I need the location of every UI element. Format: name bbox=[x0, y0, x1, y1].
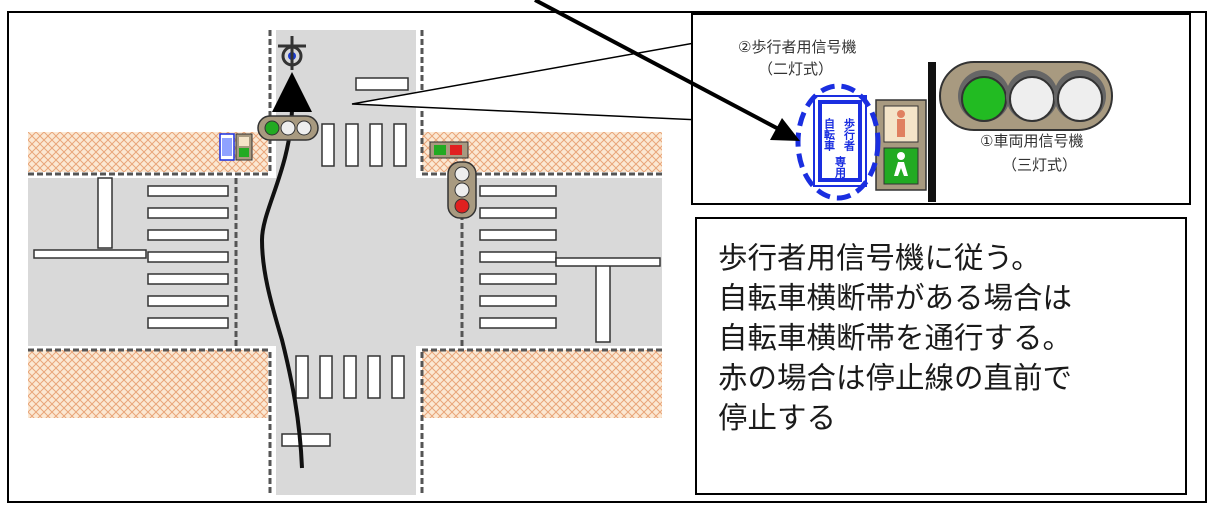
bicycle-path-arrow bbox=[259, 72, 312, 469]
rule-line-3: 自転車横断帯を通行する。 bbox=[718, 321, 1073, 355]
vehicle-signal-north bbox=[257, 115, 319, 141]
pedestrian-signal-label: ②歩行者用信号機 bbox=[738, 38, 856, 56]
sign-text-left: 自転車 bbox=[823, 117, 836, 152]
vehicle-signal-sublabel: （三灯式） bbox=[1002, 156, 1077, 174]
crosswalk-south bbox=[295, 355, 405, 399]
rule-line-2: 自転車横断帯がある場合は bbox=[718, 281, 1073, 315]
crosswalk-east bbox=[479, 185, 557, 329]
vehicle-signal-label: ①車両用信号機 bbox=[980, 132, 1083, 150]
crosswalk-north bbox=[321, 123, 407, 167]
rule-line-5: 停止する bbox=[718, 401, 837, 435]
pedestrian-signal-west bbox=[219, 133, 253, 161]
rule-text-box bbox=[695, 217, 1187, 495]
pedestrian-signal-east bbox=[429, 141, 469, 159]
rule-line-1: 歩行者用信号機に従う。 bbox=[718, 241, 1041, 275]
highlight-ellipse bbox=[795, 83, 881, 201]
vehicle-signal-large bbox=[939, 61, 1113, 131]
pedestrian-signal-sublabel: （二灯式） bbox=[758, 60, 833, 78]
crosswalk-west bbox=[147, 185, 229, 329]
bicycle-pedestrian-sign: 自転車 歩行者 専用 bbox=[813, 95, 867, 187]
pointer-arrow bbox=[534, 0, 789, 136]
vehicle-signal-east bbox=[447, 161, 477, 219]
pointer-arrowhead bbox=[770, 118, 800, 141]
sign-text-bottom: 専用 bbox=[834, 155, 847, 179]
sign-text-right: 歩行者 bbox=[843, 117, 857, 152]
pedestrian-signal-large bbox=[875, 99, 927, 191]
bicycle-icon bbox=[278, 36, 306, 70]
road-markings bbox=[33, 77, 661, 447]
rule-line-4: 赤の場合は停止線の直前で bbox=[718, 361, 1073, 395]
signal-pole bbox=[928, 62, 936, 202]
rule-text: 歩行者用信号機に従う。 自転車横断帯がある場合は 自転車横断帯を通行する。 赤の… bbox=[718, 238, 1178, 438]
